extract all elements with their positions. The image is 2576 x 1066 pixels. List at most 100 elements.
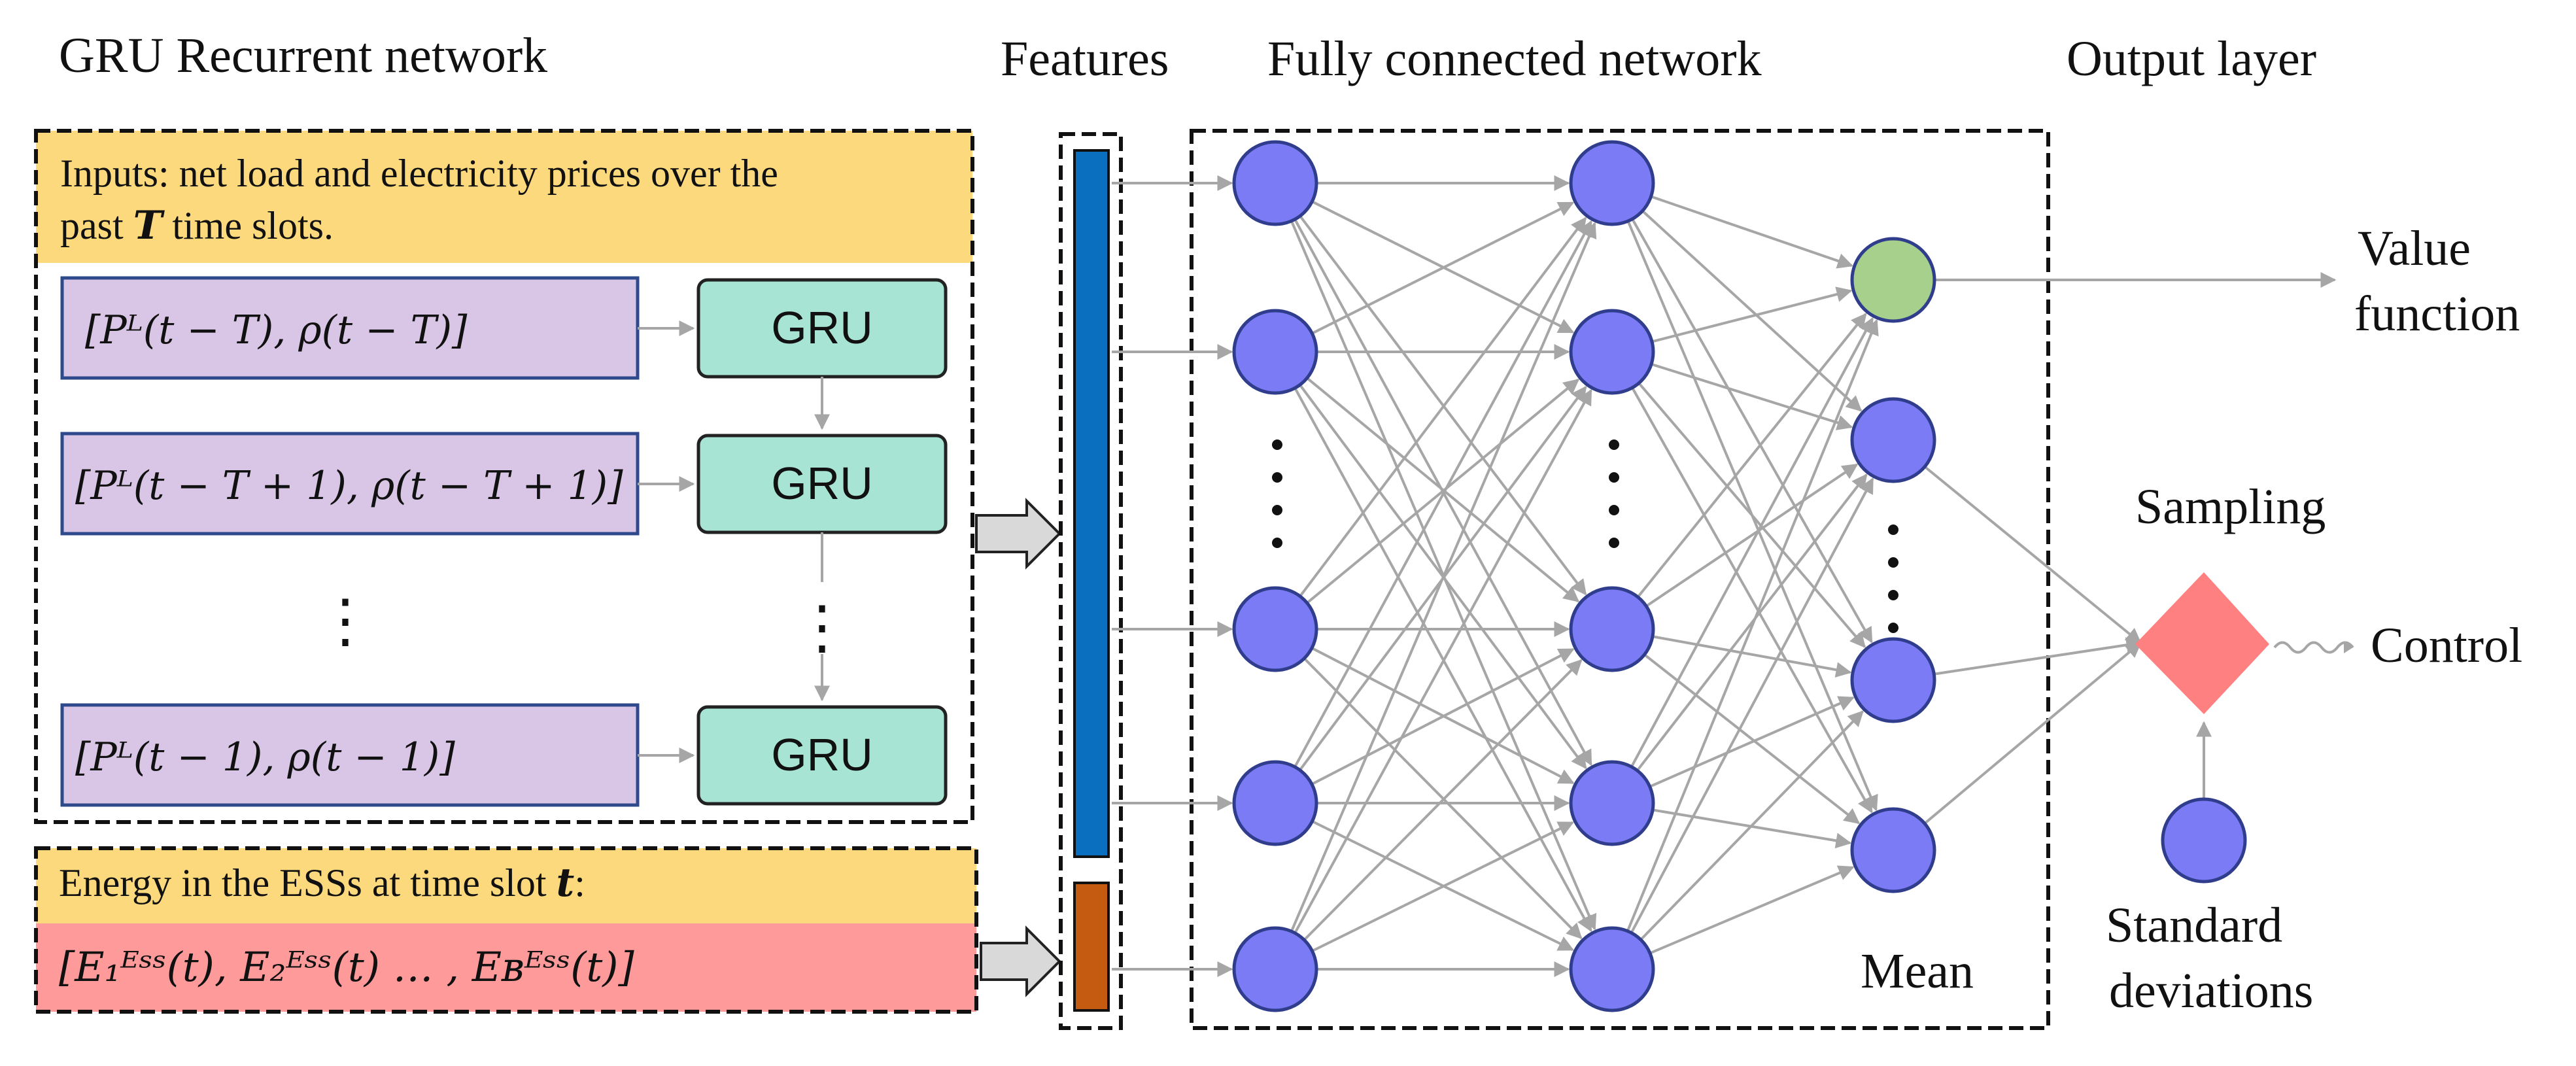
std-label-2: deviations <box>2109 963 2313 1018</box>
edge-l2-2-out-3 <box>1638 382 1866 648</box>
control-wavy-arrow <box>2273 641 2354 654</box>
layer2-ellipsis-dot-4 <box>1609 538 1619 548</box>
std-neuron <box>2161 797 2247 884</box>
edge-l2-4-out-1 <box>1630 317 1874 768</box>
edge-l2-2-out-4 <box>1631 387 1873 814</box>
mean-to-sampling-arrow-3 <box>1923 642 2142 825</box>
edge-l2-3-out-4 <box>1643 653 1861 825</box>
inputs-line-1: Inputs: net load and electricity prices … <box>60 152 778 195</box>
edge-l2-4-out-3 <box>1649 696 1855 788</box>
edge-l1-5-l2-1 <box>1290 222 1597 932</box>
neuron-layer1-5 <box>1232 926 1318 1012</box>
edge-l2-5-out-2 <box>1630 477 1874 934</box>
input-box-t-minus-1 <box>60 703 640 807</box>
output-ellipsis-dot-1 <box>1888 524 1898 535</box>
input-label-t-minus-T-plus-1: [Pᴸ(t − T + 1), ρ(t − T + 1)] <box>75 463 623 509</box>
edge-l1-4-l2-1 <box>1294 220 1592 768</box>
features-frame <box>1059 132 1123 1030</box>
mean-neuron-1 <box>1850 397 1936 483</box>
edge-l1-3-l2-1 <box>1299 216 1587 597</box>
features-title: Features <box>1001 31 1169 86</box>
mean-to-sampling-arrow-2 <box>1934 637 2142 676</box>
layer2-ellipsis-dot-1 <box>1609 439 1619 450</box>
network-neurons <box>1232 140 2247 1012</box>
layer2-ellipsis-dot-3 <box>1609 505 1619 515</box>
mean-label: Mean <box>1861 944 1974 999</box>
output-ellipsis-dot-2 <box>1888 557 1898 568</box>
input-box-t-minus-T-plus-1 <box>60 432 640 536</box>
neuron-layer1-1 <box>1232 140 1318 226</box>
input-box-t-minus-T <box>60 276 640 380</box>
mean-neuron-3 <box>1850 807 1936 893</box>
control-label: Control <box>2371 618 2522 673</box>
energy-vector: [E₁ᴱˢˢ(t), E₂ᴱˢˢ(t) … , Eʙᴱˢˢ(t)] <box>59 943 634 991</box>
std-label-1: Standard <box>2106 898 2282 953</box>
gru-ellipsis-left: ⋮ <box>316 589 375 654</box>
layer1-ellipsis-dot-4 <box>1272 538 1282 548</box>
energy-to-features-arrow <box>980 925 1061 997</box>
edge-l2-4-out-2 <box>1636 473 1868 772</box>
edge-l2-5-out-4 <box>1649 865 1855 955</box>
edge-l2-2-out-1 <box>1651 286 1853 343</box>
gru-title: GRU Recurrent network <box>59 28 547 83</box>
inputs-header <box>36 131 972 263</box>
neuron-layer2-3 <box>1569 586 1655 672</box>
value-neuron <box>1850 237 1936 323</box>
edge-l1-2-l2-1 <box>1311 201 1575 335</box>
gru-cell-1-label: GRU <box>771 302 873 353</box>
input-label-t-minus-1: [Pᴸ(t − 1), ρ(t − 1)] <box>75 734 455 780</box>
gru-block: Inputs: net load and electricity prices … <box>34 129 974 824</box>
input-label-t-minus-T: [Pᴸ(t − T), ρ(t − T)] <box>85 307 468 353</box>
layer1-ellipsis-dot-3 <box>1272 505 1282 515</box>
fc-frame <box>1190 129 2050 1030</box>
edge-l1-3-l2-2 <box>1306 379 1580 604</box>
gru-ellipsis-right: ⋮ <box>793 596 851 661</box>
edge-l2-3-out-3 <box>1652 635 1852 678</box>
edge-l2-3-out-1 <box>1636 313 1867 598</box>
sampling-diamond <box>2135 572 2269 714</box>
features-column <box>1059 132 1123 1030</box>
energy-block: Energy in the ESSs at time slot t: [E₁ᴱˢ… <box>34 846 978 1014</box>
edge-l2-1-out-3 <box>1631 218 1873 644</box>
network-edges <box>1112 175 2337 977</box>
layer2-ellipsis-dot-2 <box>1609 472 1619 483</box>
output-ellipsis-dot-3 <box>1888 590 1898 600</box>
gru-cell-3-label: GRU <box>771 729 873 780</box>
gru-cell-2-label: GRU <box>771 458 873 509</box>
value-function-label-1: Value <box>2358 221 2471 276</box>
layer1-ellipsis-dot-1 <box>1272 439 1282 450</box>
edge-l2-1-out-2 <box>1641 210 1863 412</box>
energy-header <box>36 848 976 923</box>
edge-l2-1-out-1 <box>1650 195 1853 269</box>
edge-l1-5-l2-4 <box>1311 821 1575 952</box>
feature-bar-gru <box>1073 149 1110 858</box>
inputs-line-2: past T time slots. <box>60 203 334 249</box>
neuron-layer1-4 <box>1232 760 1318 846</box>
output-ellipsis-dot-4 <box>1888 623 1898 633</box>
edge-l1-4-l2-3 <box>1311 647 1575 785</box>
gru-cell-3 <box>696 705 948 806</box>
output-title: Output layer <box>2067 31 2316 86</box>
edge-l2-2-out-2 <box>1651 362 1853 430</box>
energy-label: Energy in the ESSs at time slot t: <box>59 860 585 906</box>
energy-vector-box <box>36 923 976 1012</box>
mean-to-sampling-arrow-1 <box>1923 466 2142 644</box>
neuron-layer2-1 <box>1569 140 1655 226</box>
edge-l2-5-out-1 <box>1626 318 1879 932</box>
edge-l1-5-l2-2 <box>1294 388 1592 934</box>
neuron-layer2-4 <box>1569 760 1655 846</box>
fc-title: Fully connected network <box>1267 31 1762 86</box>
mean-neuron-2 <box>1850 637 1936 723</box>
layer1-ellipsis-dot-2 <box>1272 472 1282 483</box>
output-area: Value function Sampling Control Standard… <box>1861 221 2522 1018</box>
sampling-label: Sampling <box>2135 479 2326 534</box>
gru-to-features-arrow <box>975 498 1061 570</box>
value-function-label-2: function <box>2354 286 2520 341</box>
neuron-layer2-5 <box>1569 926 1655 1012</box>
neuron-layer1-2 <box>1232 309 1318 395</box>
feature-bar-energy <box>1073 882 1110 1012</box>
edge-l2-3-out-2 <box>1645 463 1859 608</box>
edge-l1-5-l2-3 <box>1303 659 1583 941</box>
neuron-layer1-3 <box>1232 586 1318 672</box>
